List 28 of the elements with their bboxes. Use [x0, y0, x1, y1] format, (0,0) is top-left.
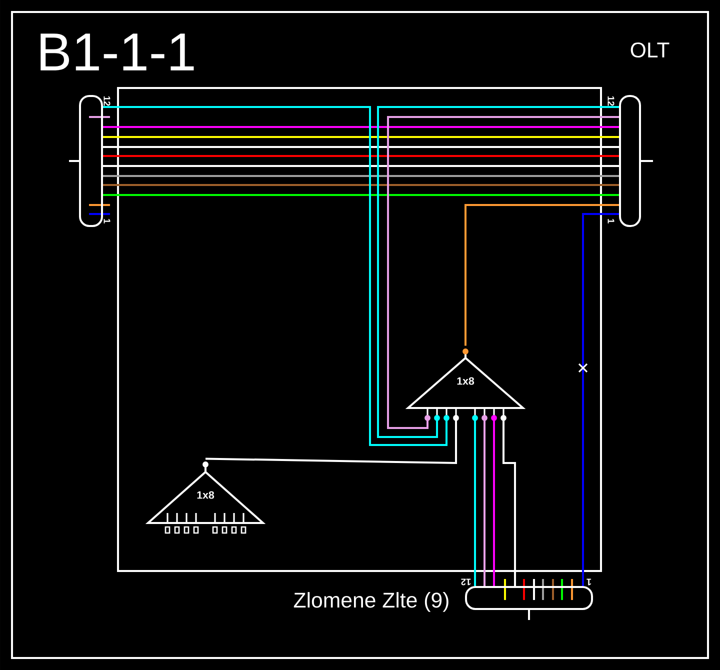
fiber-line: [103, 175, 619, 177]
fiber-line: [103, 155, 619, 157]
fiber-line: [464, 204, 619, 346]
fiber-line: [582, 213, 619, 586]
fiber-line: [502, 416, 516, 586]
fiber-number: 12: [461, 578, 471, 586]
cable-tube: [619, 95, 653, 227]
fiber-number: 1: [104, 218, 110, 224]
fiber-number: 12: [104, 96, 110, 106]
cable-name: Zlomene Zlte (9): [294, 592, 448, 612]
cable-tube: [69, 95, 103, 227]
fiber-line: [205, 416, 457, 464]
fiber-line: [103, 106, 448, 446]
fiber-line: [103, 184, 619, 186]
fiber-line: [103, 194, 619, 196]
fiber-line: [103, 146, 619, 148]
fiber-number: 1: [586, 578, 592, 586]
fiber-line: [103, 165, 619, 167]
fiber-number: 12: [608, 96, 614, 106]
fiber-line: [484, 416, 486, 586]
fiber-line: [103, 136, 619, 138]
cable-tube: [465, 586, 593, 620]
device-label: OLT: [630, 42, 670, 58]
title: B1-1-1: [40, 34, 194, 70]
fiber-line: [493, 416, 495, 586]
fiber-line: [103, 126, 619, 128]
fiber-number: 1: [608, 218, 614, 224]
fiber-line: [474, 416, 476, 586]
